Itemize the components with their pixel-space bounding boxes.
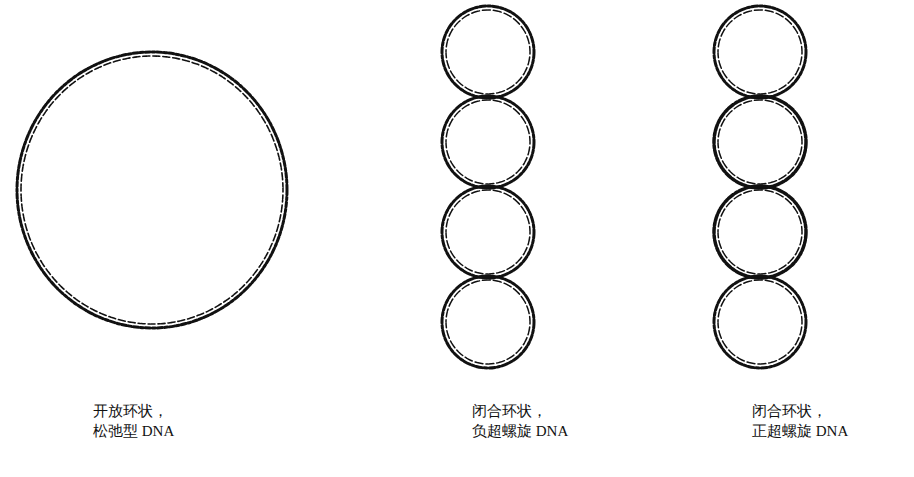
caption-text: 负超螺旋 DNA [472, 422, 568, 440]
caption-text: 正超螺旋 DNA [752, 422, 848, 440]
caption-text: 闭合环状， [472, 402, 547, 420]
caption-text: 开放环状， [93, 402, 168, 420]
relaxed-circle [17, 52, 287, 328]
caption-text: 松弛型 DNA [93, 422, 174, 440]
relaxed-circle-strand [21, 56, 283, 324]
negative-supercoil [442, 6, 534, 368]
caption-text: 闭合环状， [752, 402, 827, 420]
positive-supercoil [714, 6, 806, 368]
